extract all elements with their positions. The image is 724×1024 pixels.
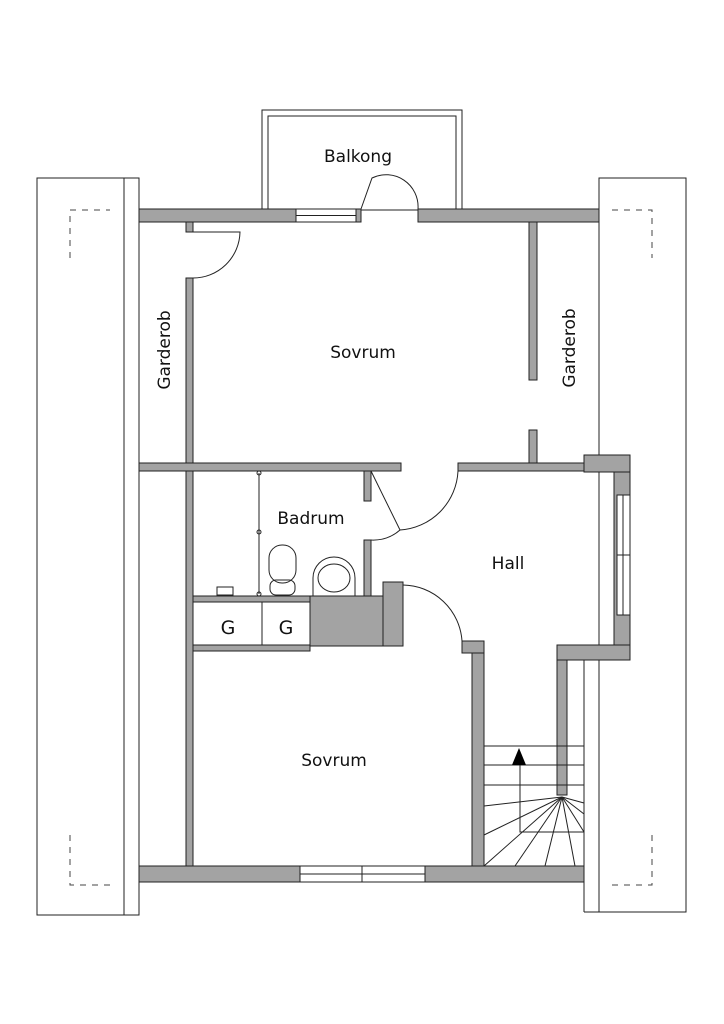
balcony xyxy=(261,109,463,211)
room-label-hall: Hall xyxy=(492,554,525,574)
room-label-bedroom-bottom: Sovrum xyxy=(301,751,367,771)
room-label-wardrobe-left: Garderob xyxy=(155,310,175,389)
window-top xyxy=(295,208,357,223)
appliance-label-1: G xyxy=(221,617,236,639)
staircase xyxy=(483,660,585,867)
appliance-cabinets xyxy=(192,601,311,646)
walls xyxy=(138,208,631,883)
doors xyxy=(192,174,463,642)
shower-rail xyxy=(256,470,262,597)
room-label-wardrobe-right: Garderob xyxy=(560,308,580,387)
room-label-bathroom: Badrum xyxy=(277,509,344,529)
room-label-bedroom-top: Sovrum xyxy=(330,343,396,363)
toilet-icon xyxy=(268,544,297,596)
sink-icon xyxy=(312,556,356,596)
room-label-balcony: Balkong xyxy=(324,147,392,167)
roof-slope-right xyxy=(583,177,687,913)
stair-direction-arrow-icon xyxy=(512,748,526,765)
roof-slope-left xyxy=(36,177,140,916)
faucet-icon xyxy=(216,586,234,596)
appliance-label-2: G xyxy=(279,617,294,639)
window-hall xyxy=(616,494,631,616)
window-bottom xyxy=(299,865,426,883)
